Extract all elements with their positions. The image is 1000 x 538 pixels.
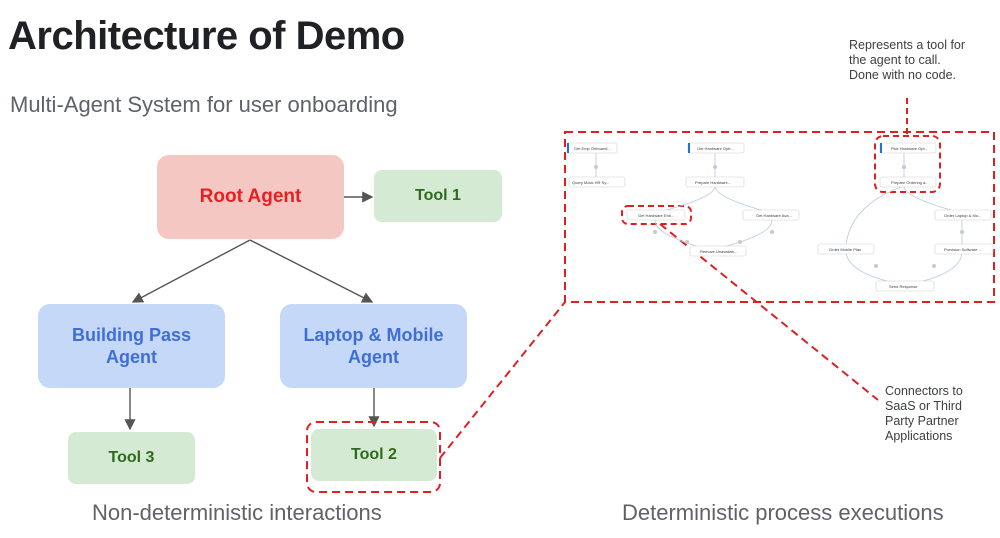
connector-annotation: Connectors to SaaS or Third Party Partne… — [885, 384, 963, 443]
wf-text-remove-unavail: Remove Unavailab... — [700, 249, 737, 254]
tool-3-box: Tool 3 — [68, 432, 195, 484]
wf-node-get-hw-enti: Get Hardware Enti... — [626, 209, 686, 221]
wf-node-send-response: Send Response — [875, 280, 935, 292]
root-agent-box: Root Agent — [157, 155, 344, 239]
tool-1-box: Tool 1 — [374, 170, 502, 222]
wf-node-pick-hw: Pick Hardware Opt... — [879, 142, 937, 154]
wf-text-prepare-ordering: Prepare Ordering a... — [891, 180, 929, 185]
wf-text-pick-hw: Pick Hardware Opt... — [891, 146, 928, 151]
tool-annotation: Represents a tool for the agent to call.… — [849, 38, 966, 82]
wf-node-provision-sw: Provision Software ... — [934, 243, 994, 255]
wf-text-get-hw-enti: Get Hardware Enti... — [638, 213, 674, 218]
building-pass-agent-box: Building Pass Agent — [38, 304, 225, 388]
wf-text-provision-sw: Provision Software ... — [944, 247, 982, 252]
dashed-link-tool2-workflow-top — [439, 301, 566, 459]
wf-text-send-response: Send Response — [889, 284, 918, 289]
wf-text-get-emp: Get Emp Onboardi... — [574, 146, 611, 151]
tool-2-box: Tool 2 — [311, 429, 437, 481]
wf-node-query-hr: Query Mock HR Sy... — [568, 176, 626, 188]
arrow-root-to-building — [131, 239, 251, 303]
wf-text-order-mobile: Order Mobile Plan — [829, 247, 861, 252]
workflow-highlight — [564, 131, 995, 303]
laptop-mobile-agent-label: Laptop & Mobile Agent — [303, 325, 444, 367]
wf-node-prepare-hw: Prepare Hardware... — [685, 176, 745, 188]
page-title: Architecture of Demo — [8, 14, 405, 58]
wf-node-order-mobile: Order Mobile Plan — [817, 243, 875, 255]
wf-node-get-hw-ava: Get Hardware Ava... — [742, 209, 800, 221]
wf-text-query-hr: Query Mock HR Sy... — [572, 180, 609, 185]
wf-node-prepare-ordering: Prepare Ordering a... — [879, 176, 937, 188]
pick-hardware-highlight — [874, 135, 941, 193]
wf-text-order-laptop: Order Laptop & Mo... — [944, 213, 981, 218]
wf-node-get-emp: Get Emp Onboardi... — [566, 142, 618, 154]
page-subtitle: Multi-Agent System for user onboarding — [10, 92, 398, 117]
building-pass-agent-label: Building Pass Agent — [71, 325, 192, 367]
arrow-root-to-laptop — [249, 239, 374, 303]
wf-text-get-hw-ava: Get Hardware Ava... — [756, 213, 792, 218]
tool2-highlight — [306, 421, 441, 493]
wf-text-prepare-hw: Prepare Hardware... — [695, 180, 731, 185]
wf-text-get-hw-opt: Get Hardware Opti... — [697, 146, 734, 151]
wf-node-get-hw-opt: Get Hardware Opti... — [687, 142, 745, 154]
laptop-mobile-agent-box: Laptop & Mobile Agent — [280, 304, 467, 388]
wf-node-remove-unavail: Remove Unavailab... — [689, 245, 747, 257]
caption-non-deterministic: Non-deterministic interactions — [92, 500, 382, 525]
caption-deterministic: Deterministic process executions — [622, 500, 944, 525]
get-hardware-enti-highlight — [621, 205, 692, 225]
wf-node-order-laptop: Order Laptop & Mo... — [934, 209, 992, 221]
